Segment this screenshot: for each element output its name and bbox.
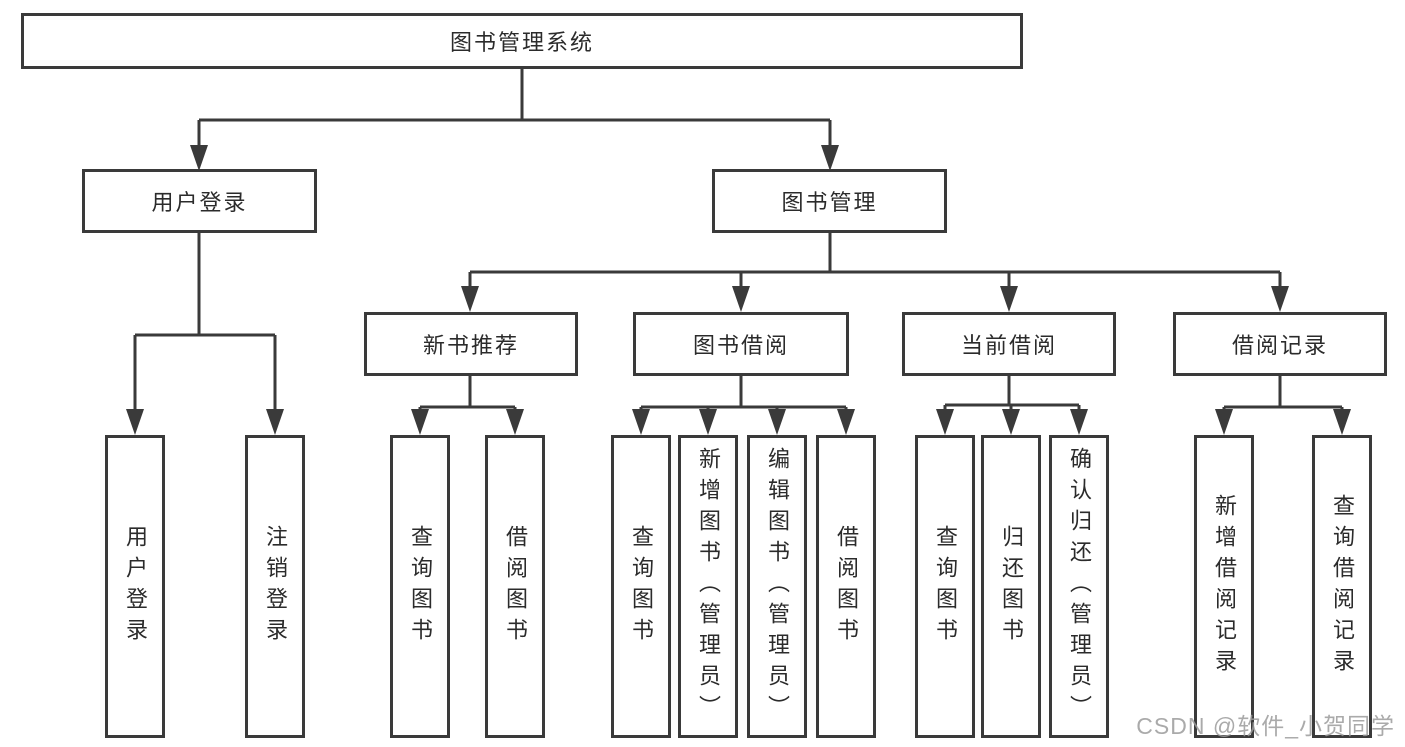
arrowhead [936, 409, 954, 435]
node-book-borrow: 图书借阅 [633, 312, 849, 376]
arrowhead [1215, 409, 1233, 435]
leaf-query-borrow-record: 查询借阅记录 [1312, 435, 1372, 738]
arrowhead [190, 145, 208, 171]
arrowhead [506, 409, 524, 435]
arrowhead [821, 145, 839, 171]
leaf-add-book-admin: 新增图书（管理员） [678, 435, 738, 738]
node-root-system: 图书管理系统 [21, 13, 1023, 69]
arrowhead [1070, 409, 1088, 435]
leaf-confirm-return-admin: 确认归还（管理员） [1049, 435, 1109, 738]
arrowhead [461, 286, 479, 312]
leaf-add-borrow-record: 新增借阅记录 [1194, 435, 1254, 738]
arrowhead [1333, 409, 1351, 435]
connector-borrow-split [639, 376, 848, 412]
arrowhead [266, 409, 284, 435]
node-new-book-recommend: 新书推荐 [364, 312, 578, 376]
leaf-borrow-book-1: 借阅图书 [485, 435, 545, 738]
leaf-return-book: 归还图书 [981, 435, 1041, 738]
leaf-query-book-3: 查询图书 [915, 435, 975, 738]
leaf-query-book-2: 查询图书 [611, 435, 671, 738]
arrowhead [411, 409, 429, 435]
node-user-login: 用户登录 [82, 169, 317, 233]
arrowhead [632, 409, 650, 435]
arrowhead [1002, 409, 1020, 435]
leaf-borrow-book-2: 借阅图书 [816, 435, 876, 738]
connector-record-split [1222, 376, 1344, 412]
connector-bookmgmt-split [468, 233, 1282, 287]
leaf-query-book-1: 查询图书 [390, 435, 450, 738]
arrowhead [768, 409, 786, 435]
arrowhead [1271, 286, 1289, 312]
leaf-user-login: 用户登录 [105, 435, 165, 738]
node-current-borrow: 当前借阅 [902, 312, 1116, 376]
arrowhead [732, 286, 750, 312]
connector-root-split [197, 69, 832, 146]
connector-newbook-split [418, 376, 517, 412]
arrowhead [699, 409, 717, 435]
connector-userlogin-split [133, 233, 277, 410]
leaf-logout: 注销登录 [245, 435, 305, 738]
leaf-edit-book-admin: 编辑图书（管理员） [747, 435, 807, 738]
csdn-watermark: CSDN @软件_小贺同学 [1136, 713, 1395, 739]
arrowhead [837, 409, 855, 435]
node-borrow-record: 借阅记录 [1173, 312, 1387, 376]
arrowhead [1000, 286, 1018, 312]
node-book-management: 图书管理 [712, 169, 947, 233]
arrowhead [126, 409, 144, 435]
connector-current-split [943, 376, 1081, 412]
